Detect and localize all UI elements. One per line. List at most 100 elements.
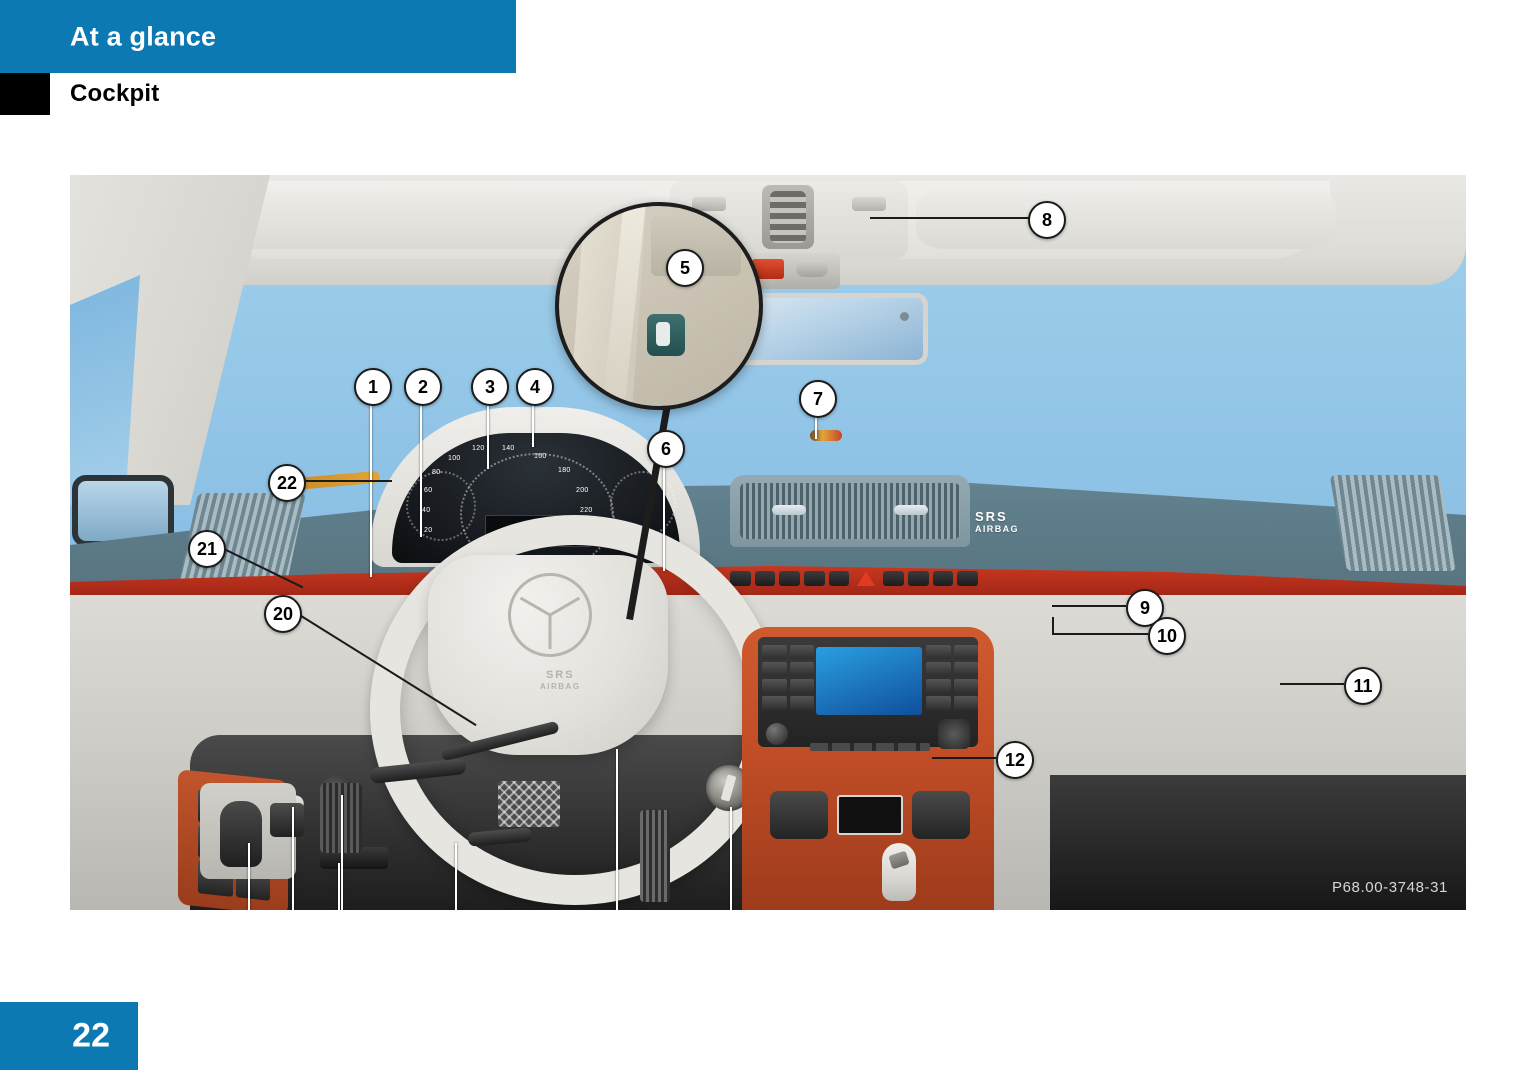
- speed-tick: 20: [424, 527, 433, 534]
- leader-line-1: [370, 397, 372, 577]
- inset-detail-view: [555, 202, 763, 410]
- leader-line-16: [341, 795, 343, 910]
- callout-10[interactable]: 10: [1148, 617, 1186, 655]
- leader-line-18: [338, 863, 340, 910]
- comand-key-icon: [762, 645, 787, 659]
- dash-switch-icon: [932, 570, 954, 586]
- leader-line-9: [1052, 605, 1126, 607]
- cockpit-illustration: SRS AIRBAG 1 20 140 100 160: [70, 175, 1466, 910]
- speed-tick: 80: [432, 469, 441, 476]
- comand-key-icon: [789, 645, 814, 659]
- info-button-icon: [796, 261, 828, 277]
- climate-right-controls: [912, 791, 970, 839]
- speed-tick: 220: [580, 507, 593, 514]
- callout-21[interactable]: 21: [188, 530, 226, 568]
- speed-tick: 60: [424, 487, 433, 494]
- comand-navigation-pad: [938, 719, 970, 749]
- page-title-marker: [0, 73, 50, 115]
- speed-tick: 160: [534, 453, 547, 460]
- sos-button-icon: [752, 259, 784, 279]
- srs-dash-line2: AIRBAG: [975, 524, 1019, 534]
- sun-visor-right: [916, 189, 1336, 249]
- leader-line-10: [1052, 633, 1148, 635]
- mercedes-star-icon: [508, 573, 592, 657]
- climate-control-panel: [770, 785, 970, 845]
- leader-line-8: [870, 217, 1044, 219]
- speed-tick: 140: [502, 445, 515, 452]
- section-title: At a glance: [70, 21, 217, 51]
- comand-key-icon: [953, 696, 978, 710]
- comand-volume-knob: [766, 723, 788, 745]
- srs-airbag-dash-label: SRS AIRBAG: [975, 509, 1019, 535]
- leader-line-11: [1280, 683, 1344, 685]
- comand-buttons-right: [926, 645, 978, 719]
- comand-function-row: [810, 743, 930, 751]
- callout-8[interactable]: 8: [1028, 201, 1066, 239]
- leader-line-13: [730, 807, 732, 910]
- page-number-box: 22: [0, 1002, 138, 1070]
- leader-line-14: [616, 749, 618, 910]
- srs-airbag-wheel-label: SRS AIRBAG: [540, 670, 581, 692]
- inset-belt-height-adjuster: [647, 314, 685, 356]
- callout-11[interactable]: 11: [1344, 667, 1382, 705]
- comand-key-icon: [762, 696, 787, 710]
- callout-12[interactable]: 12: [996, 741, 1034, 779]
- figure-caption: P68.00-3748-31: [1332, 879, 1448, 896]
- comand-key-icon: [789, 662, 814, 676]
- climate-display: [837, 795, 903, 835]
- reading-lamp-right: [852, 197, 886, 211]
- vent-knob-left: [772, 505, 806, 515]
- comand-key-icon: [953, 645, 978, 659]
- parking-brake-pedal: [498, 781, 560, 827]
- dash-switch-icon: [908, 570, 929, 586]
- comand-key-icon: [762, 679, 787, 693]
- comand-key-icon: [762, 662, 787, 676]
- callout-6[interactable]: 6: [647, 430, 685, 468]
- section-header-bar: At a glance: [0, 0, 516, 73]
- srs-wheel-line2: AIRBAG: [540, 682, 581, 691]
- comand-display-screen: [816, 647, 922, 715]
- leader-line-3: [487, 397, 489, 469]
- speed-tick: 200: [576, 487, 589, 494]
- dash-switch-icon: [729, 570, 751, 586]
- passenger-footwell: [1050, 775, 1466, 910]
- leader-line-9b: [1052, 617, 1054, 633]
- srs-wheel-line1: SRS: [545, 669, 575, 681]
- callout-5[interactable]: 5: [666, 249, 704, 287]
- leader-line-12: [932, 757, 996, 759]
- illustration-layers: SRS AIRBAG 1 20 140 100 160: [70, 175, 1466, 910]
- callout-22[interactable]: 22: [268, 464, 306, 502]
- dash-switch-strip: [729, 567, 979, 589]
- side-vent-right: [1329, 475, 1457, 571]
- hazard-warning-icon: [857, 570, 876, 586]
- comand-key-icon: [926, 662, 951, 676]
- seat-memory-buttons: [270, 803, 304, 837]
- dash-switch-icon: [804, 570, 825, 586]
- callout-7[interactable]: 7: [799, 380, 837, 418]
- leader-line-17: [292, 807, 294, 910]
- speed-tick: 40: [422, 507, 431, 514]
- leader-line-15: [455, 843, 457, 910]
- leader-line-22: [304, 480, 392, 482]
- vent-knob-right: [894, 505, 928, 515]
- leader-line-2: [420, 397, 422, 537]
- leader-line-19: [248, 843, 250, 910]
- mirror-sensor-icon: [900, 312, 909, 321]
- accelerator-pedal: [640, 810, 670, 902]
- reading-lamp-left: [692, 197, 726, 211]
- comand-key-icon: [789, 679, 814, 693]
- comand-key-icon: [953, 662, 978, 676]
- comand-key-icon: [953, 679, 978, 693]
- seat-adjustment-control: [220, 801, 262, 867]
- callout-4[interactable]: 4: [516, 368, 554, 406]
- callout-9[interactable]: 9: [1126, 589, 1164, 627]
- leader-line-4: [532, 397, 534, 447]
- comand-key-icon: [926, 696, 951, 710]
- callout-1[interactable]: 1: [354, 368, 392, 406]
- srs-dash-line1: SRS: [975, 509, 1008, 524]
- callout-2[interactable]: 2: [404, 368, 442, 406]
- callout-3[interactable]: 3: [471, 368, 509, 406]
- sunroof-control-knob: [770, 191, 806, 243]
- speed-tick: 100: [448, 455, 461, 462]
- callout-20[interactable]: 20: [264, 595, 302, 633]
